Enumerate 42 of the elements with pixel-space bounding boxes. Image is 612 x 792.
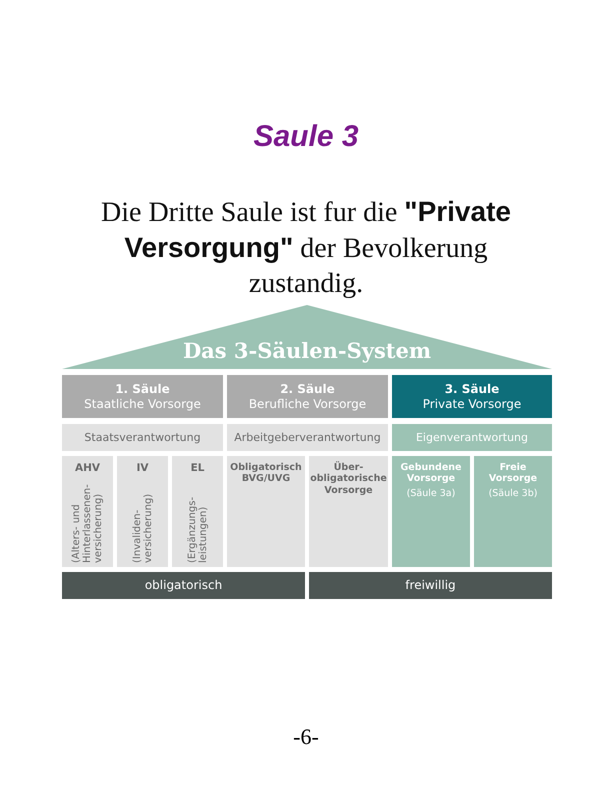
pillar-column — [392, 456, 470, 567]
title: Saule 3 — [252, 120, 360, 154]
pillar-column — [62, 456, 113, 567]
column-heading: Freie Vorsorge — [488, 462, 538, 485]
pillar-subtitle: Private Vorsorge — [422, 396, 522, 411]
column-heading: Obligatorisch BVG/UVG — [229, 462, 303, 485]
pillar-column — [172, 456, 223, 567]
responsibility-band — [62, 424, 223, 451]
band-label: Eigenverantwortung — [416, 430, 528, 444]
responsibility-band — [227, 424, 388, 451]
pillar-subtitle: Berufliche Vorsorge — [248, 396, 366, 411]
column-heading: IV — [136, 462, 149, 475]
column-description: (Invaliden- versicherung) — [132, 492, 154, 563]
status-bar — [62, 572, 305, 599]
column-heading: AHV — [74, 462, 100, 475]
pillar-number: 2. Säule — [280, 382, 335, 396]
column-description: (Ergänzungs- leistungen) — [186, 496, 208, 563]
band-label: Arbeitgeberverantwortung — [234, 430, 381, 444]
status-bar — [309, 572, 552, 599]
pillar-column — [309, 456, 388, 567]
pillar-header — [227, 375, 388, 418]
intro-text: Die Dritte Saule ist fur die "Private Versorgung" der Bevolkerung zustandig. — [100, 195, 512, 301]
column-heading: Gebundene Vorsorge — [399, 462, 463, 485]
pillar-column — [117, 456, 168, 567]
column-description: (Alters- und Hinterlassenen- versicherung) — [71, 483, 104, 563]
pillar-header — [62, 375, 223, 418]
responsibility-band — [392, 424, 552, 451]
bar-label: freiwillig — [405, 578, 456, 593]
page-number: -6- — [292, 724, 320, 750]
column-heading: EL — [190, 462, 204, 475]
pillar-column — [227, 456, 305, 567]
column-heading: Über- obligatorische Vorsorge — [309, 462, 388, 496]
pillar-column — [474, 456, 552, 567]
bar-label: obligatorisch — [144, 578, 222, 593]
roof-title: Das 3-Säulen-System — [182, 338, 432, 363]
column-note: (Säule 3b) — [488, 488, 538, 500]
pillar-subtitle: Staatliche Vorsorge — [84, 396, 201, 411]
column-note: (Säule 3a) — [406, 488, 456, 500]
pillar-header — [392, 375, 552, 418]
pillar-number: 1. Säule — [115, 382, 170, 396]
band-label: Staatsverantwortung — [84, 430, 201, 444]
pillar-number: 3. Säule — [444, 382, 500, 396]
